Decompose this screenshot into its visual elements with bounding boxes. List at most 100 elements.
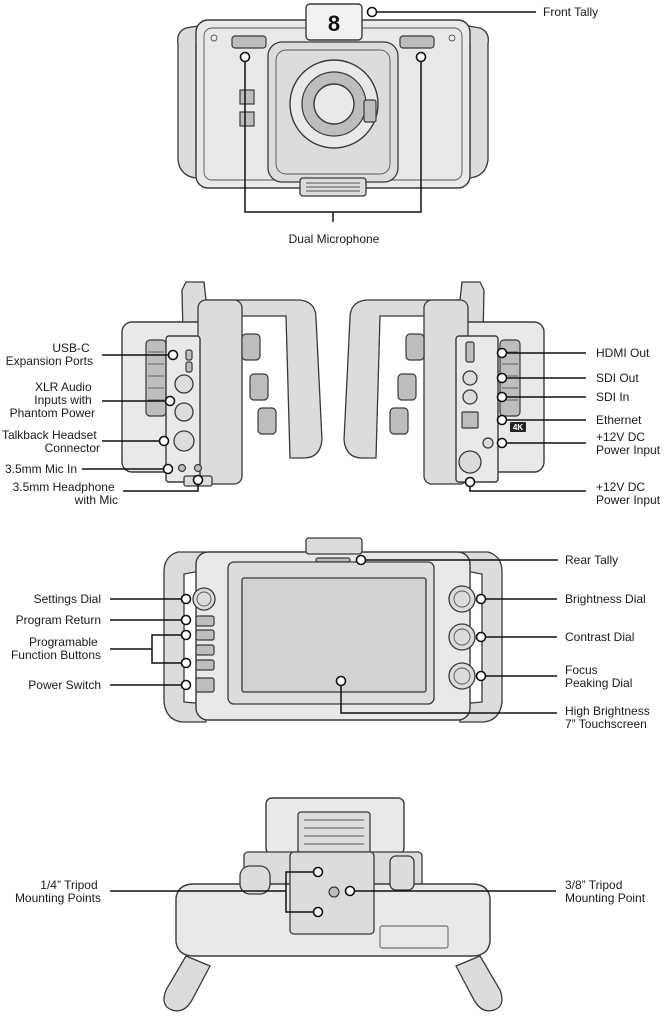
- sdi-in-label: SDI In: [596, 390, 629, 404]
- dual-microphone-label: Dual Microphone: [289, 232, 380, 246]
- right-mic-marker: [415, 51, 427, 63]
- talkback-marker: [158, 435, 170, 447]
- settings-dial: [192, 587, 216, 611]
- settings-dial-label: Settings Dial: [34, 592, 101, 606]
- rear-tally-marker: [355, 554, 367, 566]
- talkback-label-line1: Talkback Headset: [2, 428, 97, 442]
- left-mic-marker: [239, 51, 251, 63]
- usb-c-label-line1: USB-C: [52, 341, 90, 355]
- power-input-1-line2: Power Input: [596, 443, 661, 457]
- mic-in-label: 3.5mm Mic In: [5, 462, 77, 476]
- front-view: 8 Front Tally Dual Microphone: [177, 3, 598, 246]
- three-eighth-label: 3/8” Tripod Mounting Point: [565, 878, 646, 905]
- contrast-dial: [448, 623, 476, 651]
- sdi-out-marker: [496, 372, 508, 384]
- focus-peaking-dial: [448, 662, 476, 690]
- power-input-port: [458, 450, 482, 474]
- function-buttons-line2: Function Buttons: [11, 648, 101, 662]
- focus-peaking-marker: [475, 670, 487, 682]
- program-return-button: [195, 615, 215, 627]
- mic-in-marker: [162, 463, 174, 475]
- usb-c-label-line2: Expansion Ports: [6, 354, 93, 368]
- hdmi-port: [465, 341, 475, 363]
- touchscreen-line2: 7” Touchscreen: [565, 717, 647, 731]
- function-button-top-marker: [180, 629, 192, 641]
- quarter-inch-line2: Mounting Points: [15, 891, 101, 905]
- focus-peaking-line1: Focus: [565, 663, 598, 677]
- left-side-view: USB-C Expansion Ports XLR Audio Inputs w…: [2, 281, 323, 507]
- power-switch: [195, 677, 215, 693]
- contrast-dial-label: Contrast Dial: [565, 630, 634, 644]
- sdi-in-port: [462, 389, 478, 405]
- front-tally-housing: [305, 3, 363, 41]
- headphone-label: 3.5mm Headphone with Mic: [13, 480, 118, 507]
- talkback-label-line2: Connector: [45, 441, 100, 455]
- xlr-marker: [164, 395, 176, 407]
- right-microphone: [399, 35, 435, 49]
- 4k-badge: 4K: [513, 423, 523, 432]
- xlr-input-1: [174, 374, 194, 394]
- bottom-view: 1/4” Tripod Mounting Points 3/8” Tripod …: [15, 797, 646, 1012]
- front-tally-number: 8: [328, 11, 340, 36]
- three-eighth-mount: [328, 886, 340, 898]
- front-tally-marker: [366, 6, 378, 18]
- power-input-1-label: +12V DC Power Input: [596, 430, 661, 457]
- power-input-2-line1: +12V DC: [596, 480, 645, 494]
- usb-c-marker: [167, 349, 179, 361]
- focus-peaking-line2: Peaking Dial: [565, 676, 632, 690]
- left-side-handle: [181, 281, 323, 471]
- bottom-right-leg: [455, 955, 503, 1012]
- right-side-handle: [343, 281, 485, 471]
- program-return-label: Program Return: [16, 613, 101, 627]
- program-return-marker: [180, 614, 192, 626]
- settings-dial-marker: [180, 593, 192, 605]
- hdmi-out-label: HDMI Out: [596, 346, 650, 360]
- ethernet-marker: [496, 414, 508, 426]
- brightness-dial-label: Brightness Dial: [565, 592, 646, 606]
- touchscreen-line1: High Brightness: [565, 704, 650, 718]
- talkback-label: Talkback Headset Connector: [2, 428, 100, 455]
- power-input-2-label: +12V DC Power Input: [596, 480, 661, 507]
- rear-view: Settings Dial Program Return Programable…: [11, 537, 653, 731]
- left-microphone: [231, 35, 267, 49]
- contrast-dial-marker: [475, 631, 487, 643]
- power-input-2-line2: Power Input: [596, 493, 661, 507]
- power-input-1-line1: +12V DC: [596, 430, 645, 444]
- touchscreen-label: High Brightness 7” Touchscreen: [565, 704, 653, 731]
- function-buttons-line1: Programable: [29, 635, 98, 649]
- talkback-connector: [173, 430, 195, 452]
- quarter-inch-line1: 1/4” Tripod: [40, 878, 97, 892]
- headphone-marker: [192, 474, 204, 486]
- focus-peaking-label: Focus Peaking Dial: [565, 663, 632, 690]
- ethernet-port: [461, 411, 479, 429]
- usb-c-label: USB-C Expansion Ports: [6, 341, 93, 368]
- sdi-out-label: SDI Out: [596, 371, 639, 385]
- power-switch-label: Power Switch: [28, 678, 101, 692]
- quarter-inch-marker-1: [312, 866, 324, 878]
- power-input-2-marker: [464, 476, 476, 488]
- three-eighth-line2: Mounting Point: [565, 891, 646, 905]
- headphone-label-line2: with Mic: [74, 493, 118, 507]
- headphone-label-line1: 3.5mm Headphone: [13, 480, 115, 494]
- quarter-inch-label: 1/4” Tripod Mounting Points: [15, 878, 101, 905]
- xlr-label-line2: Inputs with: [34, 393, 91, 407]
- power-input-1-marker: [496, 437, 508, 449]
- function-buttons-label: Programable Function Buttons: [11, 635, 101, 662]
- right-side-view: 4K HDMI Out SDI Out SDI In Ethernet +12V…: [343, 281, 661, 507]
- rear-tally-label: Rear Tally: [565, 553, 618, 567]
- brightness-dial: [448, 585, 476, 613]
- bottom-left-leg: [163, 955, 211, 1012]
- touchscreen-marker: [335, 675, 347, 687]
- touchscreen: [241, 577, 427, 693]
- brightness-dial-marker: [475, 593, 487, 605]
- function-button-bottom-marker: [180, 657, 192, 669]
- three-eighth-line1: 3/8” Tripod: [565, 878, 622, 892]
- xlr-label-line1: XLR Audio: [35, 380, 92, 394]
- sdi-out-port: [462, 370, 478, 386]
- three-eighth-marker: [344, 885, 356, 897]
- power-switch-marker: [180, 679, 192, 691]
- quarter-inch-marker-2: [312, 906, 324, 918]
- ethernet-label: Ethernet: [596, 413, 642, 427]
